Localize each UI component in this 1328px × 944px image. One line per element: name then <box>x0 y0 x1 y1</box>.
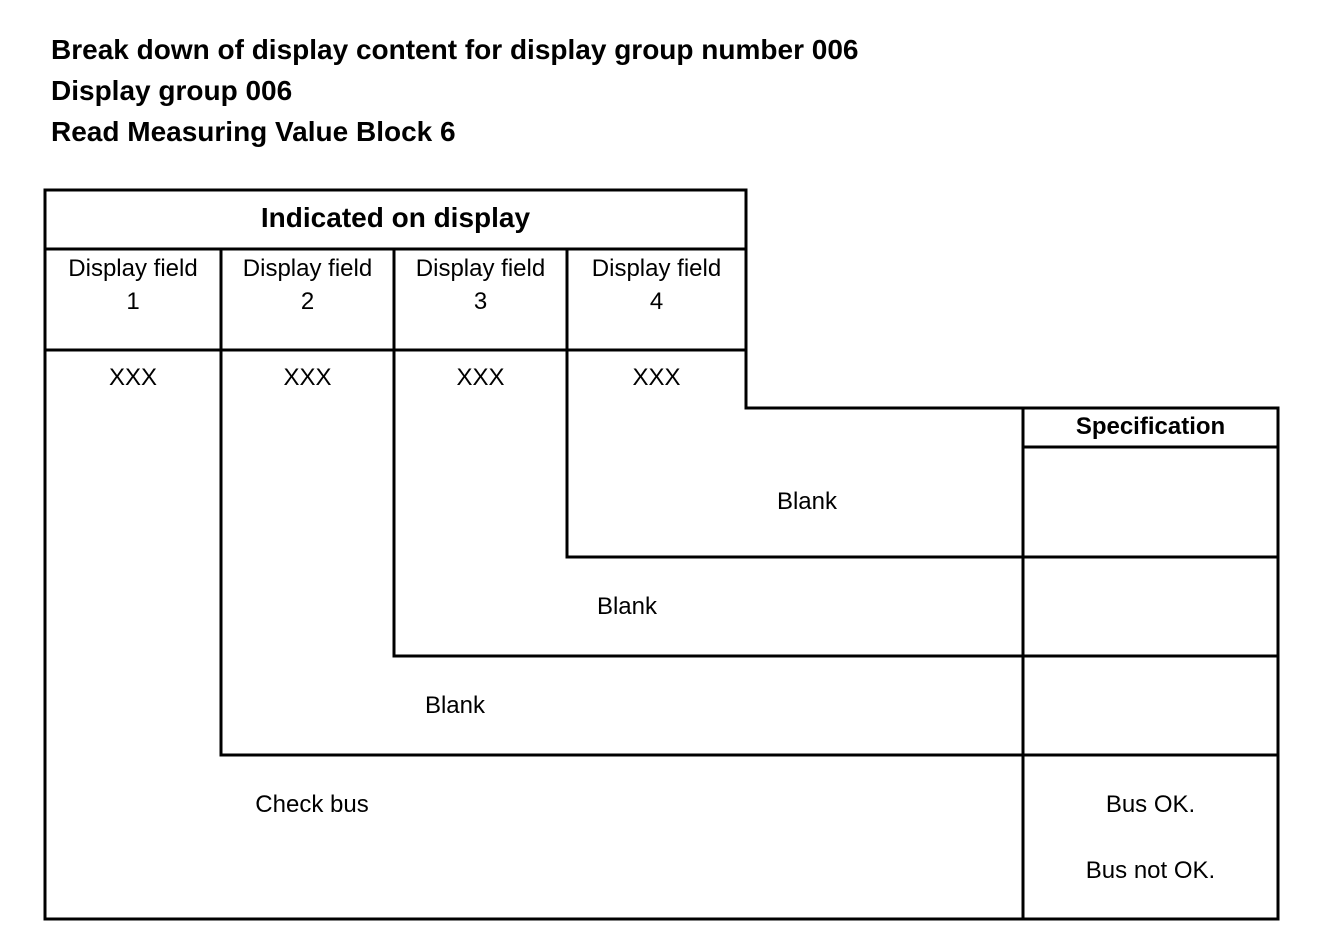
display-field-4-value: XXX <box>632 364 681 391</box>
display-field-3-number: 3 <box>473 288 488 315</box>
display-field-4-number: 4 <box>649 288 664 315</box>
display-field-4-header: Display field 4 <box>567 252 746 318</box>
display-field-2-label: Display field <box>242 255 373 282</box>
specification-bus-ok: Bus OK. <box>1105 791 1196 818</box>
display-field-2-value: XXX <box>283 364 332 391</box>
display-field-1-label: Display field <box>68 255 198 282</box>
field-3-description: Blank <box>596 593 658 620</box>
display-field-3-value: XXX <box>456 364 505 391</box>
indicated-on-display-header: Indicated on display <box>260 202 531 233</box>
field-1-description: Check bus <box>255 791 369 818</box>
display-field-1-header: Display field 1 <box>45 252 221 318</box>
display-field-2-header: Display field 2 <box>221 252 394 318</box>
display-field-1-number: 1 <box>126 288 140 315</box>
specification-header: Specification <box>1075 413 1226 440</box>
display-field-3-header: Display field 3 <box>394 252 567 318</box>
field-2-description: Blank <box>424 692 486 719</box>
page-title: Break down of display content for displa… <box>51 34 859 65</box>
display-group-title: Display group 006 <box>51 75 293 106</box>
display-field-3-label: Display field <box>415 255 546 282</box>
field-4-description: Blank <box>776 488 838 515</box>
measuring-block-title: Read Measuring Value Block 6 <box>51 116 456 147</box>
display-field-1-value: XXX <box>108 364 158 391</box>
specification-bus-not-ok: Bus not OK. <box>1085 857 1216 884</box>
display-field-2-number: 2 <box>300 288 315 315</box>
display-field-4-label: Display field <box>591 255 722 282</box>
